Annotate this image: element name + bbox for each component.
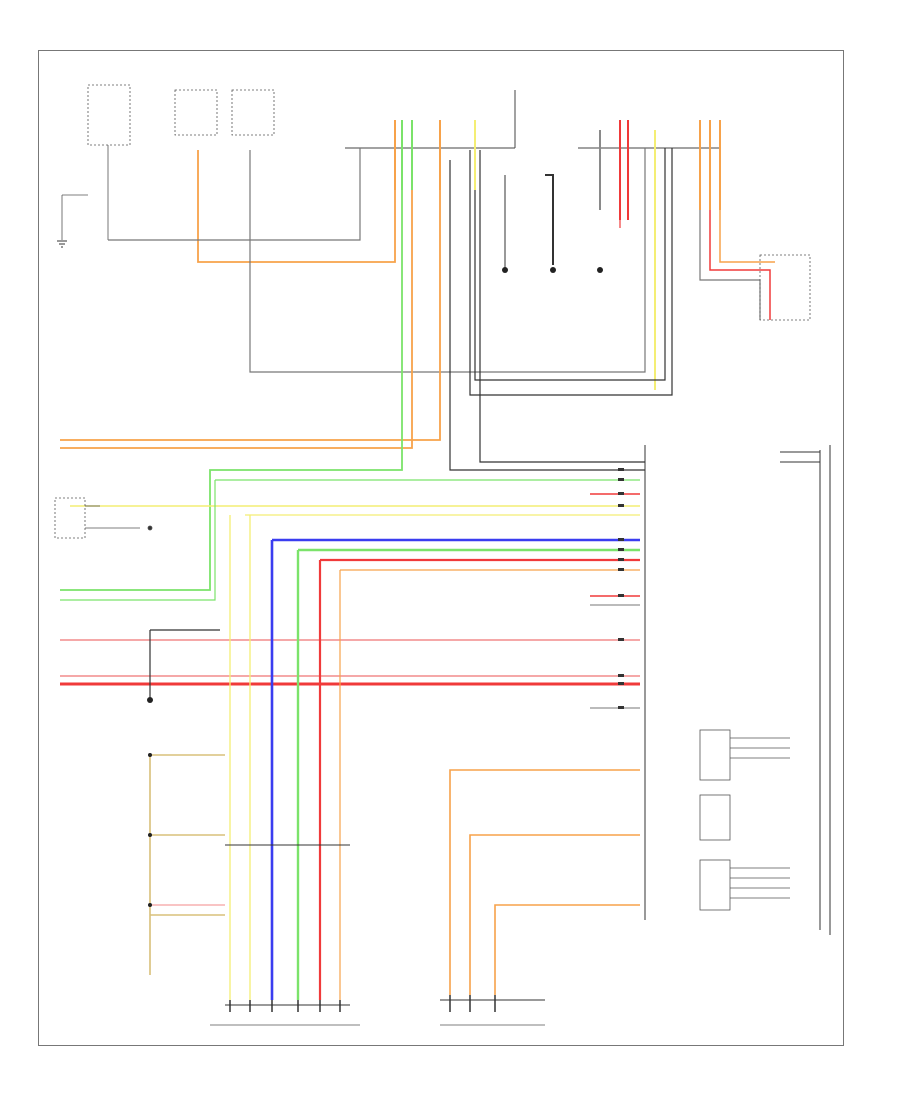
junction-dots (147, 267, 603, 907)
main-connector (644, 445, 831, 935)
vertical-harness (210, 515, 360, 1026)
left-switch (54, 497, 153, 539)
top-left-components (61, 84, 275, 240)
bottom-connector-pins (229, 995, 496, 1012)
lower-left-branch (149, 754, 225, 975)
connector-pins (618, 468, 624, 709)
top-wiring (60, 148, 775, 591)
right-modules (699, 254, 811, 911)
top-pin-stubs (394, 120, 721, 390)
ground-symbol (57, 240, 67, 248)
horizontal-bus (60, 479, 640, 709)
lower-right-branch (440, 769, 640, 1026)
connector-bars-top (345, 90, 720, 149)
